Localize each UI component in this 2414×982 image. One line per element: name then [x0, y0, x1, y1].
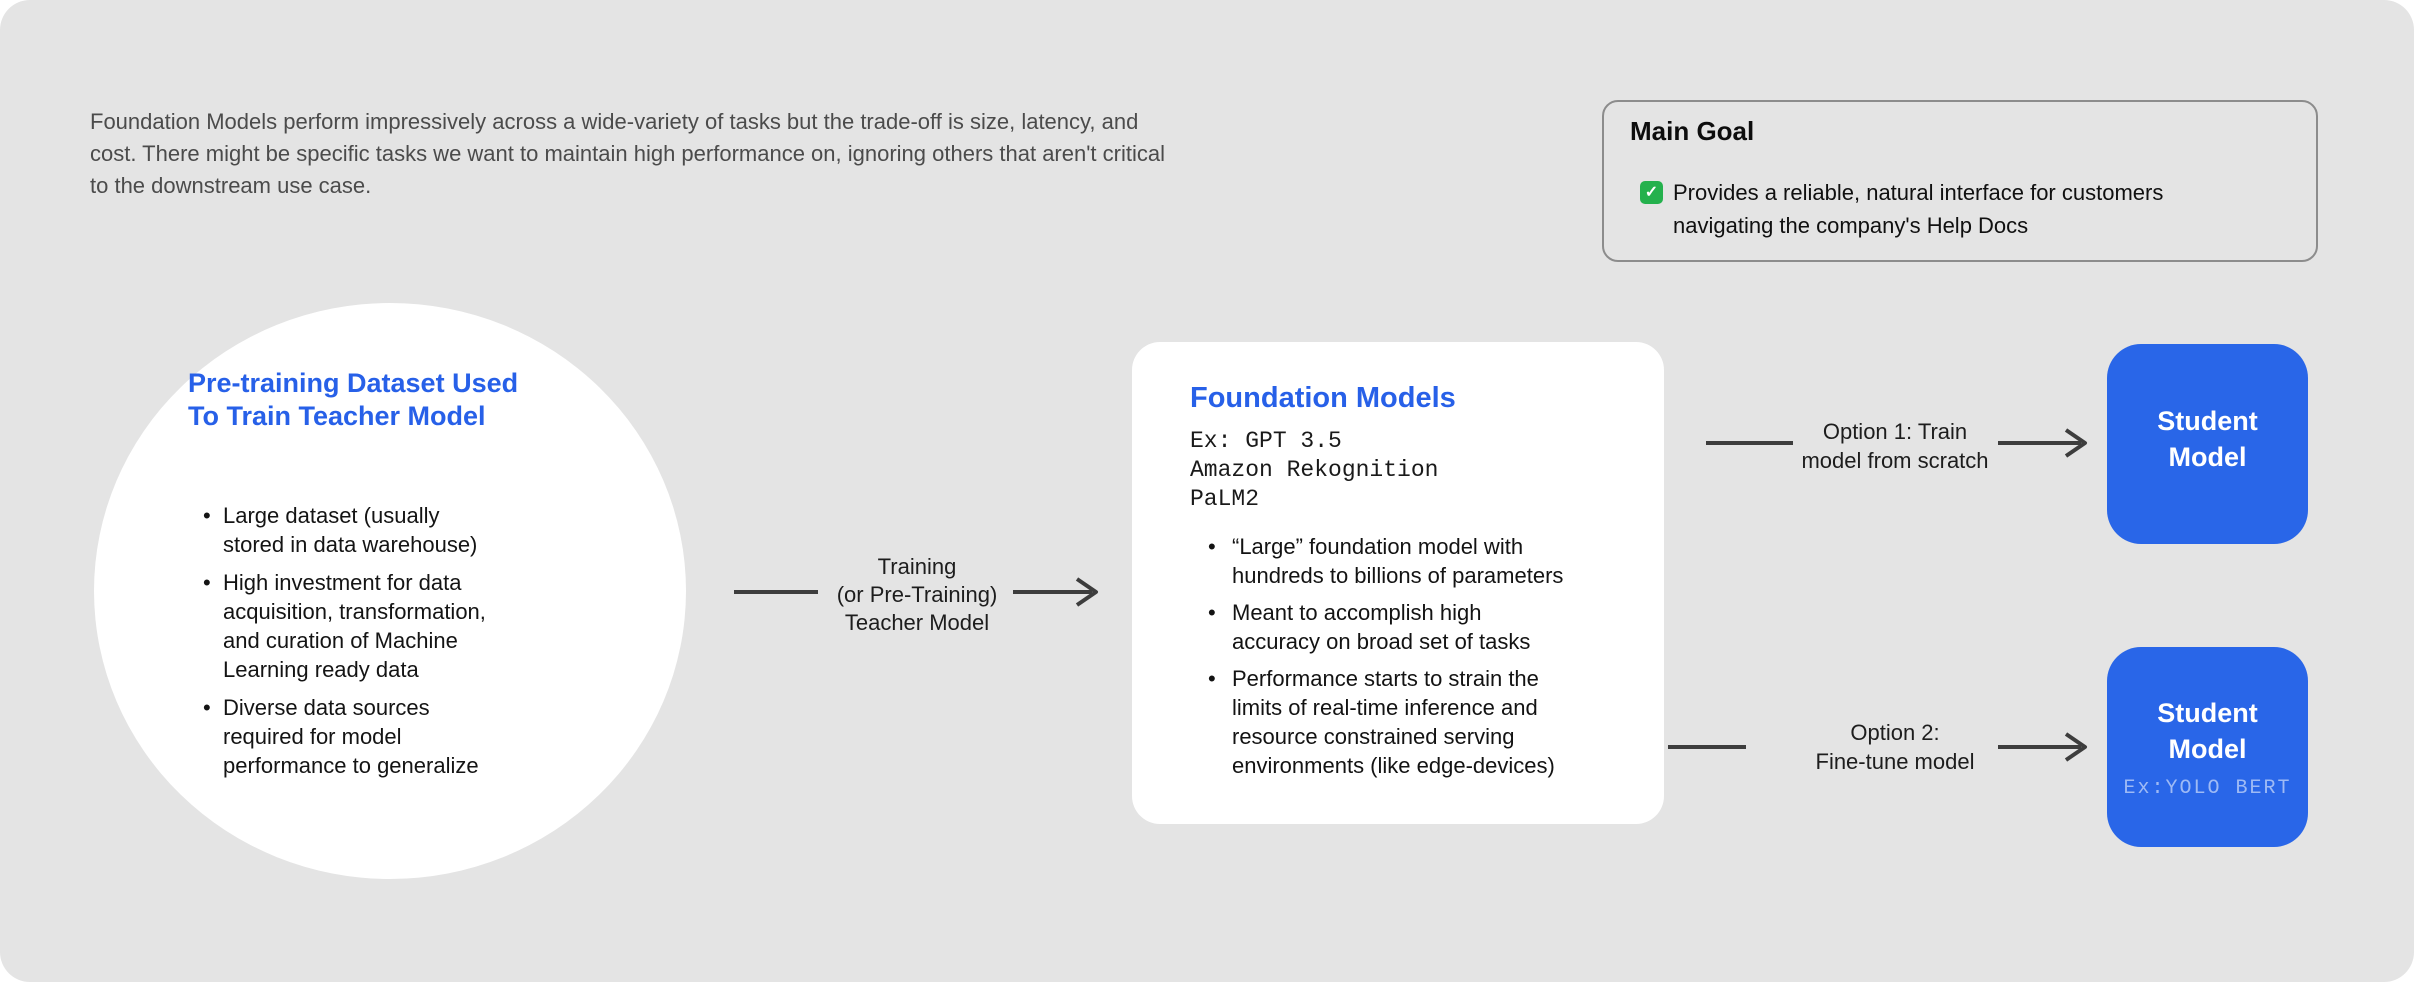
- circle-bullet-list: Large dataset (usually stored in data wa…: [197, 501, 557, 789]
- training-connector-arrowhead: [1075, 577, 1098, 607]
- student-model-title: Student Model: [2157, 697, 2258, 764]
- option2-arrow-label: Option 2: Fine-tune model: [1815, 720, 1975, 774]
- foundation-models-examples: Ex: GPT 3.5 Amazon Rekognition PaLM2: [1190, 428, 1439, 512]
- student-model-card-option2: Student Model Ex:YOLO BERT: [2107, 647, 2308, 847]
- circle-bullet-item: Large dataset (usually stored in data wa…: [197, 501, 557, 559]
- check-glyph: ✓: [1644, 183, 1659, 201]
- circle-bullet-item: Diverse data sources required for model …: [197, 693, 557, 780]
- training-arrow-label: Training (or Pre-Training) Teacher Model: [836, 554, 998, 635]
- foundation-models-card: Foundation Models Ex: GPT 3.5 Amazon Rek…: [1132, 342, 1664, 824]
- student-model-example: Ex:YOLO BERT: [2123, 776, 2292, 800]
- foundation-bullet-item: Performance starts to strain the limits …: [1206, 664, 1626, 780]
- circle-title: Pre-training Dataset Used To Train Teach…: [188, 368, 519, 431]
- option1-connector-arrowhead: [2064, 428, 2087, 458]
- student-model-title: Student Model: [2157, 406, 2258, 472]
- main-goal-panel: Main Goal ✓ Provides a reliable, natural…: [1602, 100, 2318, 262]
- foundation-models-title: Foundation Models: [1190, 382, 1456, 414]
- student-model-card-option1: Student Model: [2107, 344, 2308, 544]
- intro-paragraph: Foundation Models perform impressively a…: [90, 109, 1165, 198]
- option1-arrow-label: Option 1: Train model from scratch: [1801, 419, 1989, 473]
- main-goal-item-text: Provides a reliable, natural interface f…: [1673, 180, 2164, 238]
- foundation-bullet-item: Meant to accomplish high accuracy on bro…: [1206, 598, 1626, 656]
- option2-connector-arrowhead: [2064, 732, 2087, 762]
- foundation-bullet-item: “Large” foundation model with hundreds t…: [1206, 532, 1626, 590]
- main-goal-item: ✓ Provides a reliable, natural interface…: [1640, 176, 2163, 242]
- main-goal-title: Main Goal: [1630, 116, 1755, 146]
- check-icon: ✓: [1640, 181, 1663, 204]
- foundation-bullet-list: “Large” foundation model with hundreds t…: [1206, 532, 1626, 788]
- circle-bullet-item: High investment for data acquisition, tr…: [197, 568, 557, 684]
- pretraining-dataset-circle: Pre-training Dataset Used To Train Teach…: [94, 303, 686, 879]
